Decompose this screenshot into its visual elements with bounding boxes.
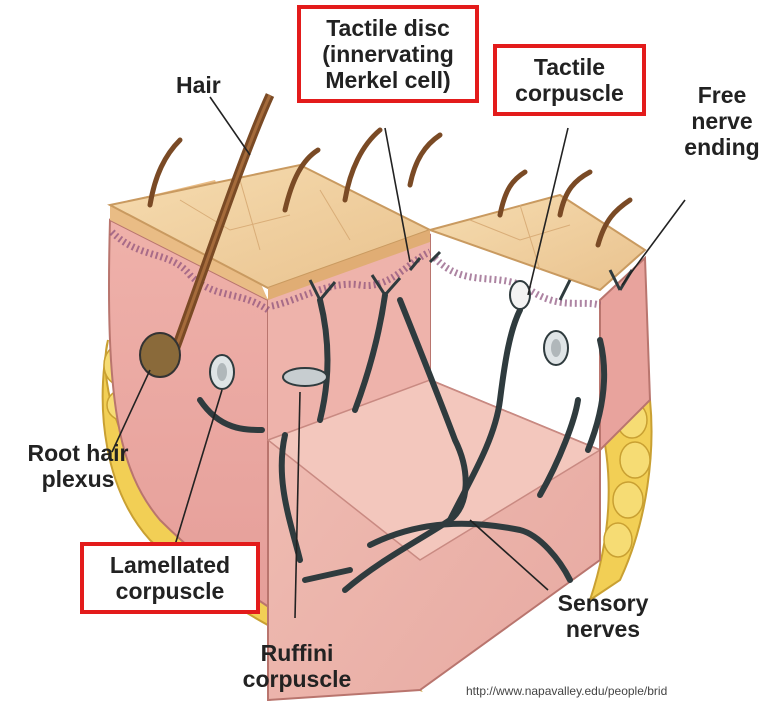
- label-free-nerve-line2: nerve: [672, 108, 772, 134]
- label-tactile-corpuscle: Tactile corpuscle: [493, 44, 646, 116]
- label-sensory-nerves: Sensory nerves: [548, 590, 658, 642]
- label-hair-text: Hair: [176, 72, 221, 98]
- label-lamellated-corpuscle: Lamellated corpuscle: [80, 542, 260, 614]
- label-tactile-disc: Tactile disc (innervating Merkel cell): [297, 5, 479, 103]
- label-tactile-corpuscle-line2: corpuscle: [507, 80, 632, 106]
- label-hair: Hair: [176, 72, 221, 98]
- label-root-hair-line2: plexus: [8, 466, 148, 492]
- label-free-nerve-line3: ending: [672, 134, 772, 160]
- label-free-nerve-line1: Free: [672, 82, 772, 108]
- label-lamellated-line1: Lamellated: [94, 552, 246, 578]
- label-tactile-disc-line2: (innervating: [311, 41, 465, 67]
- label-ruffini-line1: Ruffini: [232, 640, 362, 666]
- lamellated-corpuscle-left: [210, 355, 234, 389]
- label-root-hair-plexus: Root hair plexus: [8, 440, 148, 492]
- label-sensory-line2: nerves: [548, 616, 658, 642]
- tactile-corpuscle-receptor: [510, 281, 530, 309]
- label-lamellated-line2: corpuscle: [94, 578, 246, 604]
- label-tactile-disc-line1: Tactile disc: [311, 15, 465, 41]
- label-sensory-line1: Sensory: [548, 590, 658, 616]
- label-tactile-corpuscle-line1: Tactile: [507, 54, 632, 80]
- ruffini-corpuscle-receptor: [283, 368, 327, 386]
- label-ruffini-line2: corpuscle: [232, 666, 362, 692]
- label-free-nerve-ending: Free nerve ending: [672, 82, 772, 160]
- source-url: http://www.napavalley.edu/people/brid: [466, 684, 779, 698]
- lamellated-corpuscle-right: [544, 331, 568, 365]
- label-tactile-disc-line3: Merkel cell): [311, 67, 465, 93]
- label-ruffini-corpuscle: Ruffini corpuscle: [232, 640, 362, 692]
- label-root-hair-line1: Root hair: [8, 440, 148, 466]
